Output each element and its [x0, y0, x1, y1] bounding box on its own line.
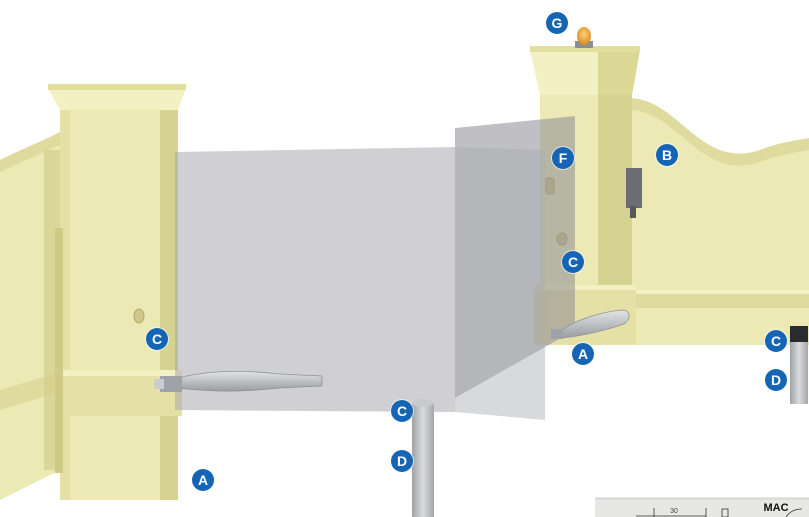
control-unit-box [626, 168, 642, 208]
right-photocell-post [790, 326, 808, 404]
right-gate-leaf [455, 116, 575, 420]
right-operator-arm [551, 309, 630, 339]
flashing-lamp [575, 27, 593, 48]
left-operator-arm [154, 371, 323, 392]
left-wall [0, 132, 60, 500]
mac-dimension-label: 30 [670, 508, 678, 515]
mac-inset-taller [596, 500, 809, 517]
mac-title: MAC [763, 502, 789, 514]
right-wall [630, 98, 809, 345]
left-photocell-device [133, 308, 145, 324]
left-pillar [48, 84, 186, 500]
left-gate-leaf [175, 147, 455, 412]
mac-technical-lines [636, 508, 803, 517]
center-photocell-post [412, 399, 434, 517]
